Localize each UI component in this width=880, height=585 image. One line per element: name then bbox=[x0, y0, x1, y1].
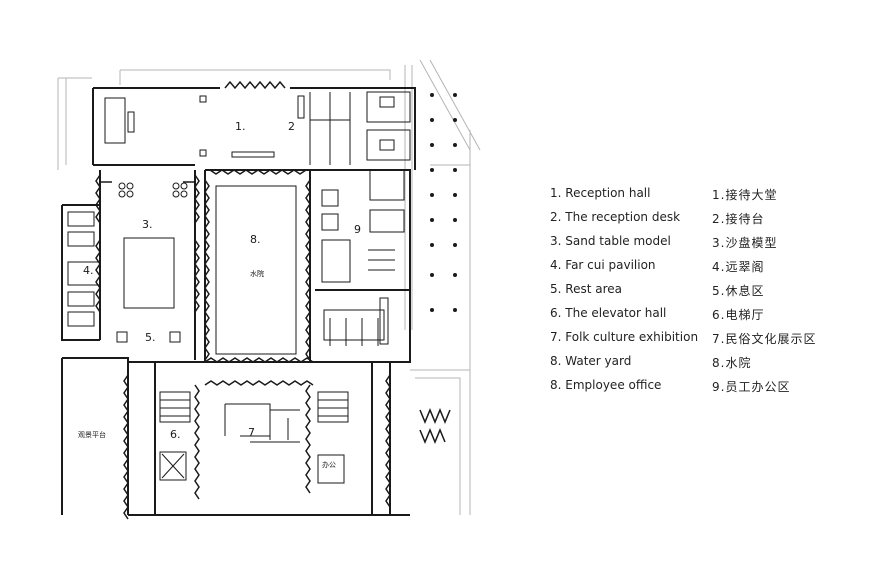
area-number-9: 9 bbox=[354, 223, 361, 236]
legend-item: 6. The elevator hall 6.电梯厅 bbox=[550, 306, 850, 328]
legend-item: 8. Employee office 9.员工办公区 bbox=[550, 378, 850, 400]
site-context bbox=[57, 59, 481, 515]
water-yard-label: 水院 bbox=[250, 269, 264, 278]
legend-item-zh: 1.接待大堂 bbox=[712, 188, 778, 202]
legend-item-zh: 6.电梯厅 bbox=[712, 308, 765, 322]
zigzag-walls bbox=[95, 80, 451, 520]
room-labels: 水院 观景平台 办公 bbox=[78, 269, 336, 469]
legend-item-en: 1. Reception hall bbox=[550, 186, 651, 200]
legend-item-en: 8. Water yard bbox=[550, 354, 632, 368]
legend-item-zh: 3.沙盘模型 bbox=[712, 236, 778, 250]
area-number-8: 8. bbox=[250, 233, 261, 246]
legend-item-en: 6. The elevator hall bbox=[550, 306, 667, 320]
legend-item: 7. Folk culture exhibition 7.民俗文化展示区 bbox=[550, 330, 850, 352]
area-number-7: 7 bbox=[248, 426, 255, 439]
office-label: 办公 bbox=[322, 460, 336, 469]
legend-item: 1. Reception hall 1.接待大堂 bbox=[550, 186, 850, 208]
legend-item: 4. Far cui pavilion 4.远翠阁 bbox=[550, 258, 850, 280]
legend-item-en: 8. Employee office bbox=[550, 378, 662, 392]
legend-item: 5. Rest area 5.休息区 bbox=[550, 282, 850, 304]
legend-item-en: 2. The reception desk bbox=[550, 210, 681, 224]
legend-item-zh: 2.接待台 bbox=[712, 212, 765, 226]
column-dots bbox=[430, 93, 457, 312]
legend-item-zh: 5.休息区 bbox=[712, 284, 765, 298]
area-number-6: 6. bbox=[170, 428, 181, 441]
legend-item-en: 7. Folk culture exhibition bbox=[550, 330, 699, 344]
legend-item: 2. The reception desk 2.接待台 bbox=[550, 210, 850, 232]
floor-plan: 1. 2 3. 4. 5. 6. 7 8. 9 水院 观景平台 办公 bbox=[57, 59, 481, 520]
legend-item-zh: 7.民俗文化展示区 bbox=[712, 332, 817, 346]
viewing-platform-label: 观景平台 bbox=[78, 430, 106, 439]
legend-item: 3. Sand table model 3.沙盘模型 bbox=[550, 234, 850, 256]
area-numbers: 1. 2 3. 4. 5. 6. 7 8. 9 bbox=[83, 120, 361, 441]
legend-item-zh: 4.远翠阁 bbox=[712, 260, 765, 274]
legend-item-en: 4. Far cui pavilion bbox=[550, 258, 656, 272]
area-number-2: 2 bbox=[288, 120, 295, 133]
area-number-4: 4. bbox=[83, 264, 94, 277]
area-number-1: 1. bbox=[235, 120, 246, 133]
legend-item-zh: 9.员工办公区 bbox=[712, 380, 791, 394]
legend-item-en: 3. Sand table model bbox=[550, 234, 671, 248]
legend-item: 8. Water yard 8.水院 bbox=[550, 354, 850, 376]
interior-details bbox=[67, 91, 411, 484]
area-number-5: 5. bbox=[145, 331, 156, 344]
area-number-3: 3. bbox=[142, 218, 153, 231]
legend-item-en: 5. Rest area bbox=[550, 282, 622, 296]
legend-item-zh: 8.水院 bbox=[712, 356, 752, 370]
walls bbox=[61, 87, 416, 516]
